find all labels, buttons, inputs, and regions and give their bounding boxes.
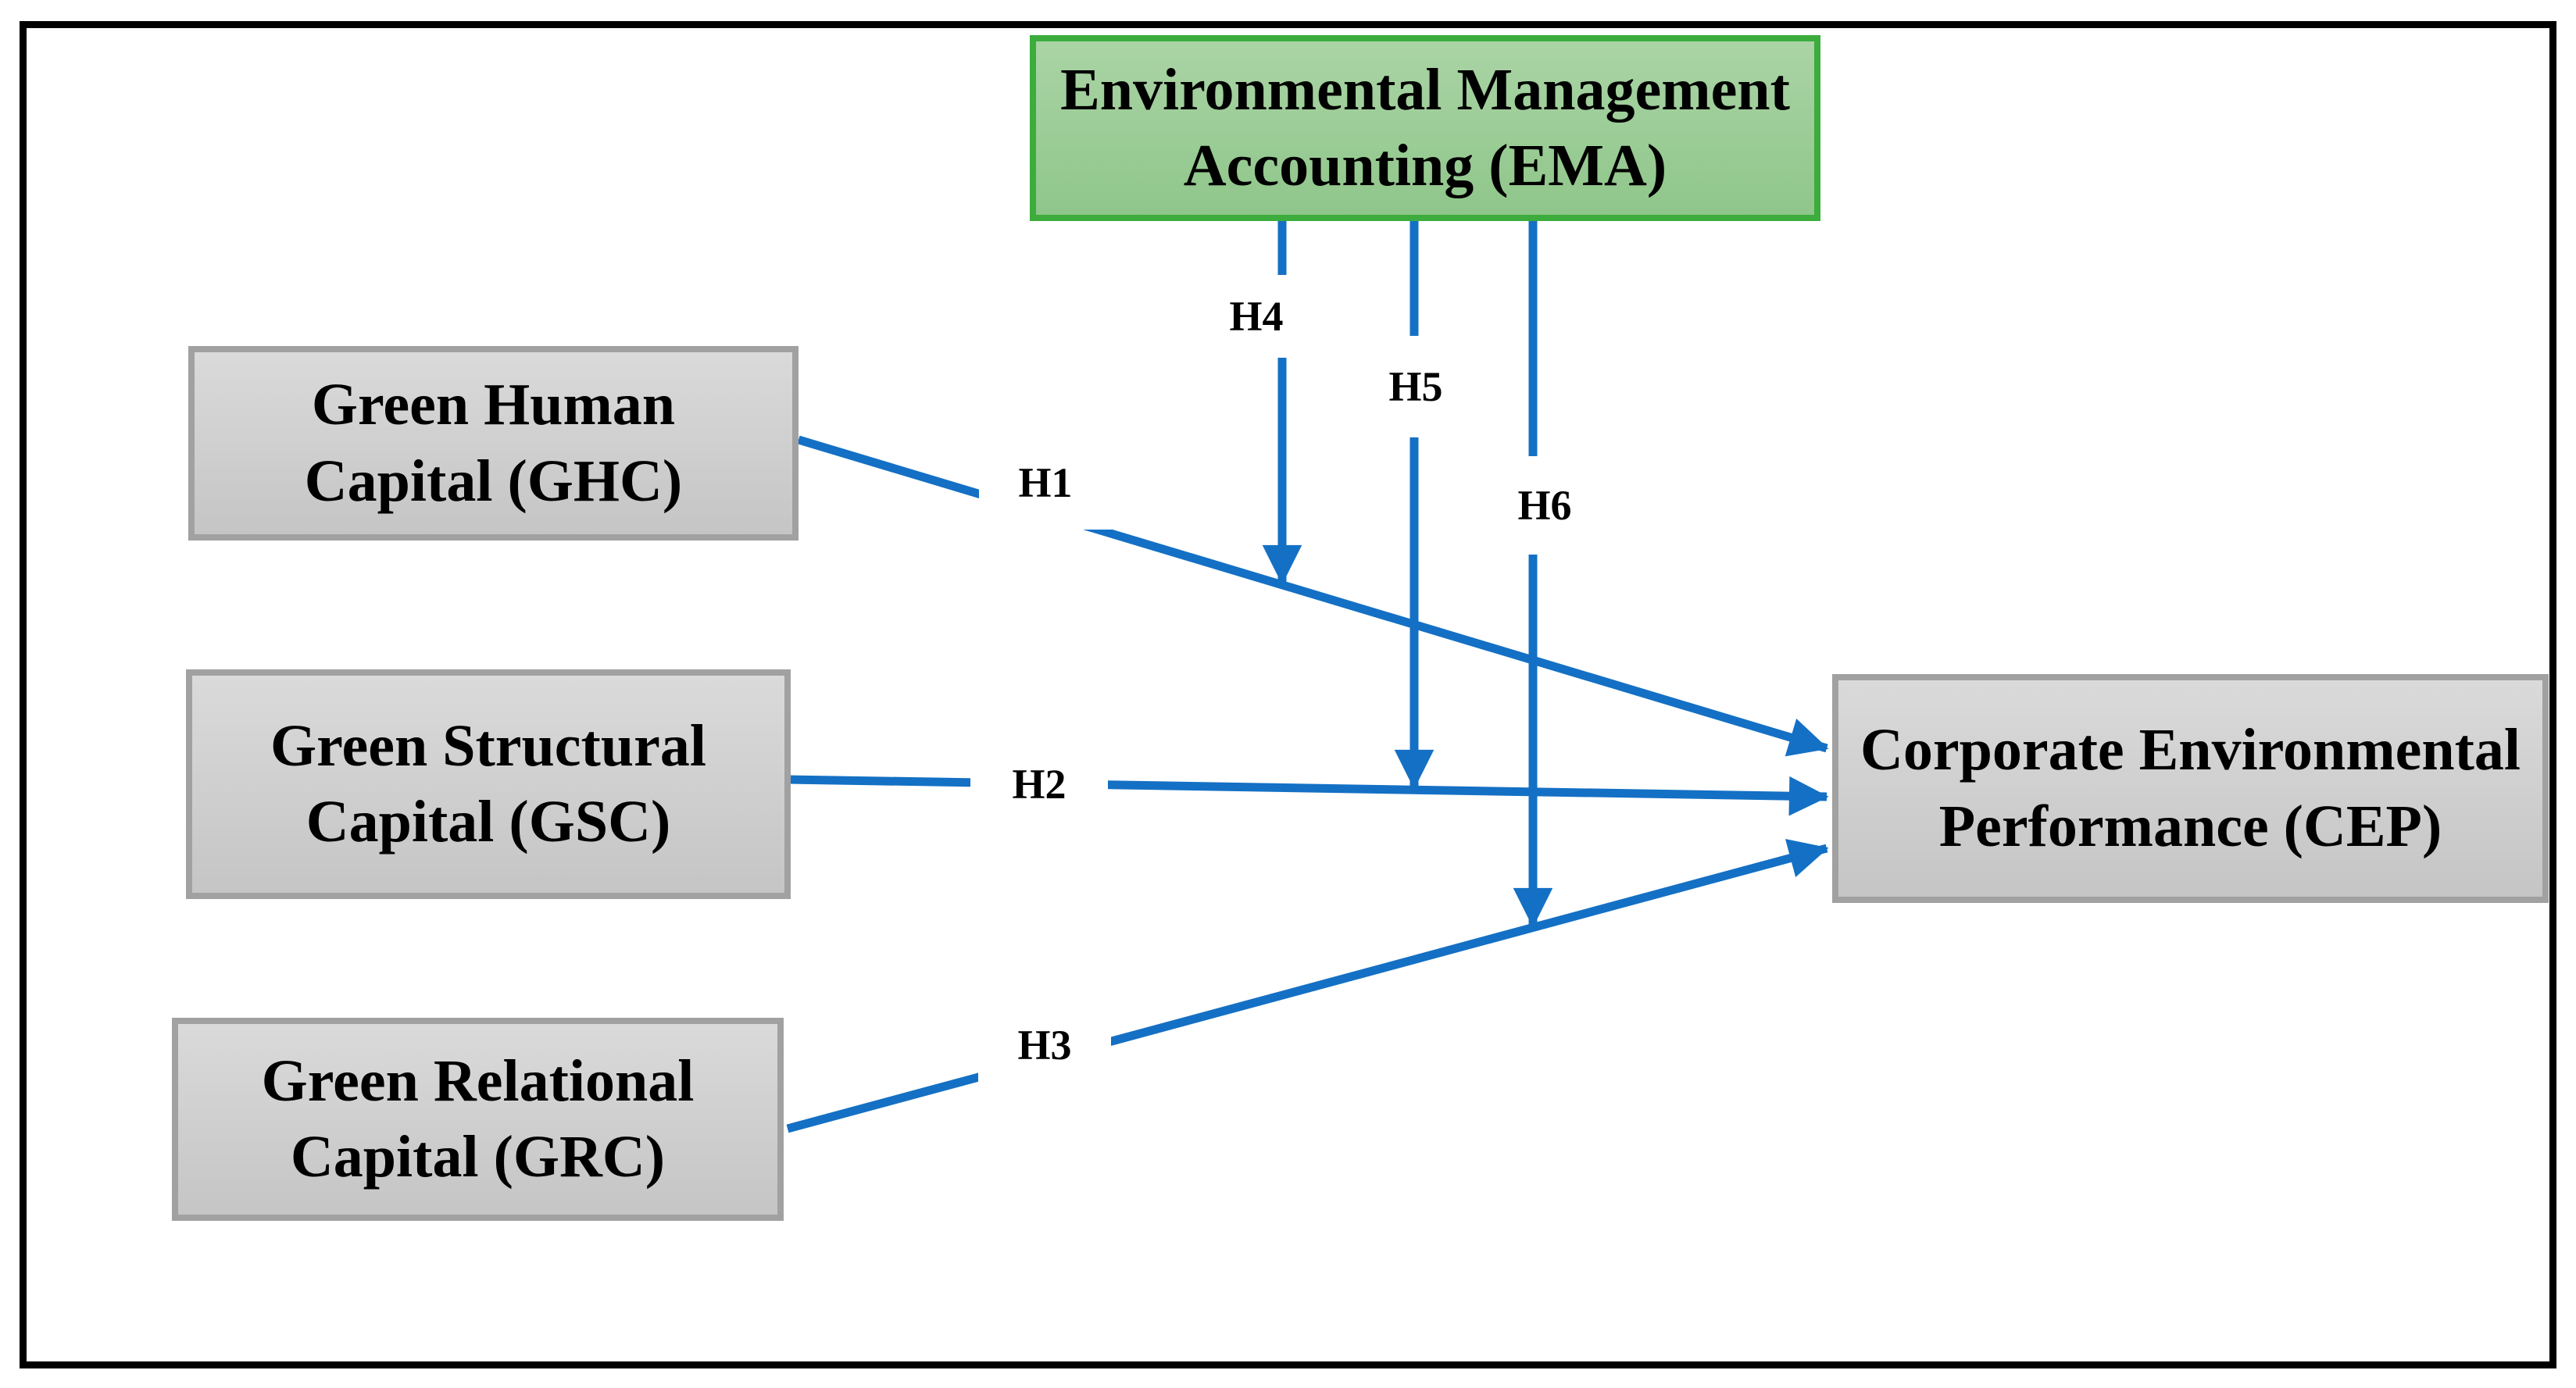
node-grc-line2: Capital (GRC): [290, 1124, 666, 1190]
node-ghc-line2: Capital (GHC): [304, 448, 683, 514]
node-gsc: Green Structural Capital (GSC): [186, 669, 791, 899]
node-grc-line1: Green Relational: [261, 1047, 695, 1114]
node-ema-line2: Accounting (EMA): [1183, 133, 1667, 198]
h2-label: H2: [970, 741, 1108, 827]
node-cep-line2: Performance (CEP): [1938, 793, 2442, 859]
node-cep-line1: Corporate Environmental: [1860, 717, 2521, 783]
h4-label: H4: [1215, 275, 1298, 358]
h4-label-text: H4: [1229, 293, 1284, 340]
node-gsc-line1: Green Structural: [270, 712, 706, 779]
h3-label: H3: [978, 1000, 1111, 1090]
h6-label-text: H6: [1517, 482, 1572, 529]
h6-label: H6: [1495, 456, 1594, 555]
h5-label-text: H5: [1388, 363, 1443, 410]
node-ema-line1: Environmental Management: [1060, 56, 1790, 123]
h1-label-text: H1: [1018, 459, 1073, 506]
node-cep: Corporate Environmental Performance (CEP…: [1832, 674, 2549, 903]
h1-arrow: [797, 435, 1829, 757]
node-gsc-line2: Capital (GSC): [305, 789, 671, 855]
h2-arrow: [790, 775, 1829, 816]
h1-label: H1: [979, 436, 1112, 530]
h2-label-text: H2: [1012, 761, 1066, 808]
node-ghc-line1: Green Human: [311, 372, 676, 438]
node-ema: Environmental Management Accounting (EMA…: [1030, 35, 1820, 221]
node-ghc: Green Human Capital (GHC): [188, 346, 799, 541]
figure-border: [20, 21, 2556, 1368]
h3-arrow: [786, 839, 1829, 1133]
node-grc: Green Relational Capital (GRC): [172, 1018, 784, 1221]
h3-label-text: H3: [1017, 1022, 1072, 1069]
h5-label: H5: [1370, 336, 1461, 437]
